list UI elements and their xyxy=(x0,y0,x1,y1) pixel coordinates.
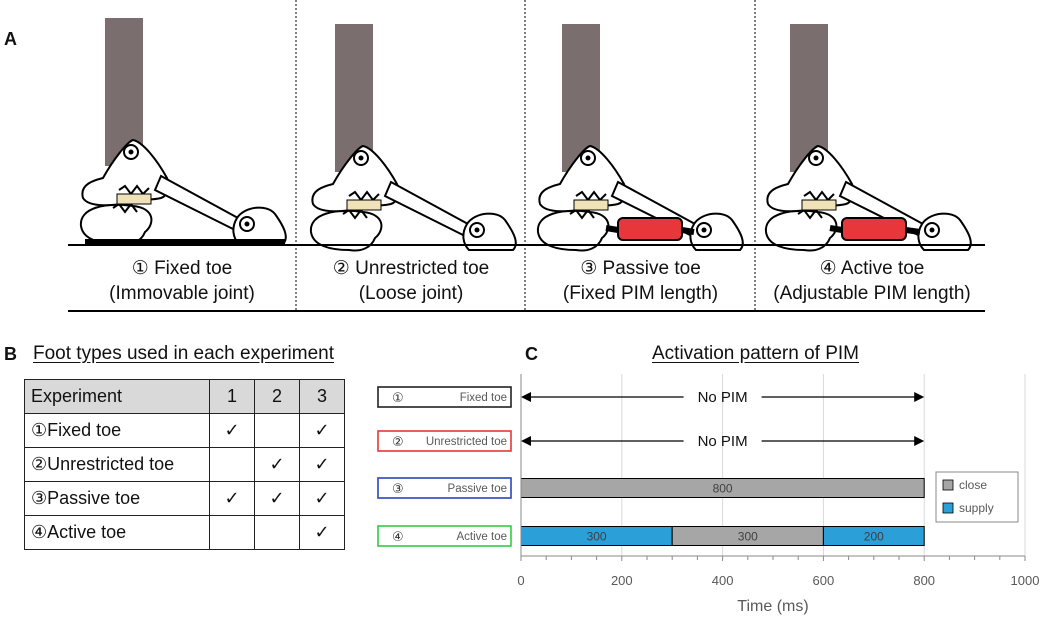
row-label-box xyxy=(377,477,512,499)
check-cell xyxy=(254,515,300,550)
row-label-box xyxy=(377,525,512,547)
check-cell xyxy=(209,515,255,550)
arrow-label: No PIM xyxy=(698,389,748,406)
bar-segment-label: 200 xyxy=(864,530,884,544)
caption-fixed-toe: ① Fixed toe (Immovable joint) xyxy=(109,258,255,304)
panel-letter-a: A xyxy=(4,29,17,49)
panel-c-title: Activation pattern of PIM xyxy=(652,343,859,364)
bar-segment-label: 300 xyxy=(587,530,607,544)
table-row: ①Fixed toe ✓ ✓ xyxy=(24,413,345,448)
row-label: ②Unrestricted toe xyxy=(24,447,210,482)
caption-unrestricted-toe: ② Unrestricted toe (Loose joint) xyxy=(332,258,490,304)
table-header-cell: 2 xyxy=(254,379,300,414)
caption-active-toe: ④ Active toe (Adjustable PIM length) xyxy=(773,258,971,304)
pim-actuator xyxy=(841,217,907,241)
table-row: ②Unrestricted toe ✓ ✓ xyxy=(24,447,345,482)
bar-segment-label: 800 xyxy=(713,482,733,496)
row-label: ①Fixed toe xyxy=(24,413,210,448)
foot-fixed-toe xyxy=(79,17,287,246)
table-row: ④Active toe ✓ xyxy=(24,515,345,550)
panel-letter-b: B xyxy=(4,344,17,364)
arrow-head-left xyxy=(521,436,531,446)
fixed-plate xyxy=(85,239,285,245)
row-number: ④ xyxy=(392,530,404,545)
check-cell: ✓ xyxy=(209,481,255,516)
arrow-head-left xyxy=(521,392,531,402)
activation-chart: ① Fixed toe No PIM ② Unrestricted toe No PIM ③… xyxy=(377,374,1040,615)
foot-unrestricted-toe xyxy=(309,23,517,252)
check-cell: ✓ xyxy=(254,481,300,516)
check-cell: ✓ xyxy=(299,481,345,516)
foot-passive-toe xyxy=(536,23,744,252)
row-label: Passive toe xyxy=(448,483,507,495)
row-label-box xyxy=(377,386,512,408)
arrow-label: No PIM xyxy=(698,433,748,450)
row-label: ③Passive toe xyxy=(24,481,210,516)
table-header-cell: Experiment xyxy=(24,379,210,414)
row-number: ② xyxy=(392,435,404,450)
check-cell xyxy=(209,447,255,482)
foot-active-toe xyxy=(764,23,972,252)
row-label-box xyxy=(377,430,512,452)
table-header-cell: 3 xyxy=(299,379,345,414)
arrow-head-right xyxy=(914,436,925,446)
legend-label: close xyxy=(959,478,987,492)
row-label: Active toe xyxy=(457,531,508,543)
experiment-table: Experiment 1 2 3 ①Fixed toe ✓ ✓ ②Unrestr… xyxy=(24,379,345,550)
bar-segment-supply xyxy=(822,526,925,546)
x-tick-label: 0 xyxy=(517,573,524,588)
legend-swatch xyxy=(942,502,954,514)
row-number: ③ xyxy=(392,482,404,497)
table-header-cell: 1 xyxy=(209,379,255,414)
arrow-head-right xyxy=(914,392,925,402)
row-label: ④Active toe xyxy=(24,515,210,550)
table-row: ③Passive toe ✓ ✓ ✓ xyxy=(24,481,345,516)
x-tick-label: 600 xyxy=(813,573,835,588)
check-cell xyxy=(254,413,300,448)
row-label: Unrestricted toe xyxy=(426,436,507,448)
check-cell: ✓ xyxy=(209,413,255,448)
panel-b-title: Foot types used in each experiment xyxy=(33,343,335,364)
check-cell: ✓ xyxy=(299,515,345,550)
panel-letter-c: C xyxy=(525,344,538,364)
row-number: ① xyxy=(392,391,404,406)
x-axis-label: Time (ms) xyxy=(737,598,808,615)
bar-segment-label: 300 xyxy=(738,530,758,544)
legend-label: supply xyxy=(959,501,994,515)
x-tick-label: 200 xyxy=(611,573,633,588)
table-header-row: Experiment 1 2 3 xyxy=(24,379,345,414)
x-tick-label: 1000 xyxy=(1011,573,1040,588)
check-cell: ✓ xyxy=(254,447,300,482)
check-cell: ✓ xyxy=(299,413,345,448)
pim-actuator xyxy=(617,217,683,241)
x-tick-label: 800 xyxy=(913,573,935,588)
caption-passive-toe: ③ Passive toe (Fixed PIM length) xyxy=(562,258,719,304)
x-tick-label: 400 xyxy=(712,573,734,588)
row-label: Fixed toe xyxy=(460,392,507,404)
legend-swatch xyxy=(942,479,954,491)
check-cell: ✓ xyxy=(299,447,345,482)
